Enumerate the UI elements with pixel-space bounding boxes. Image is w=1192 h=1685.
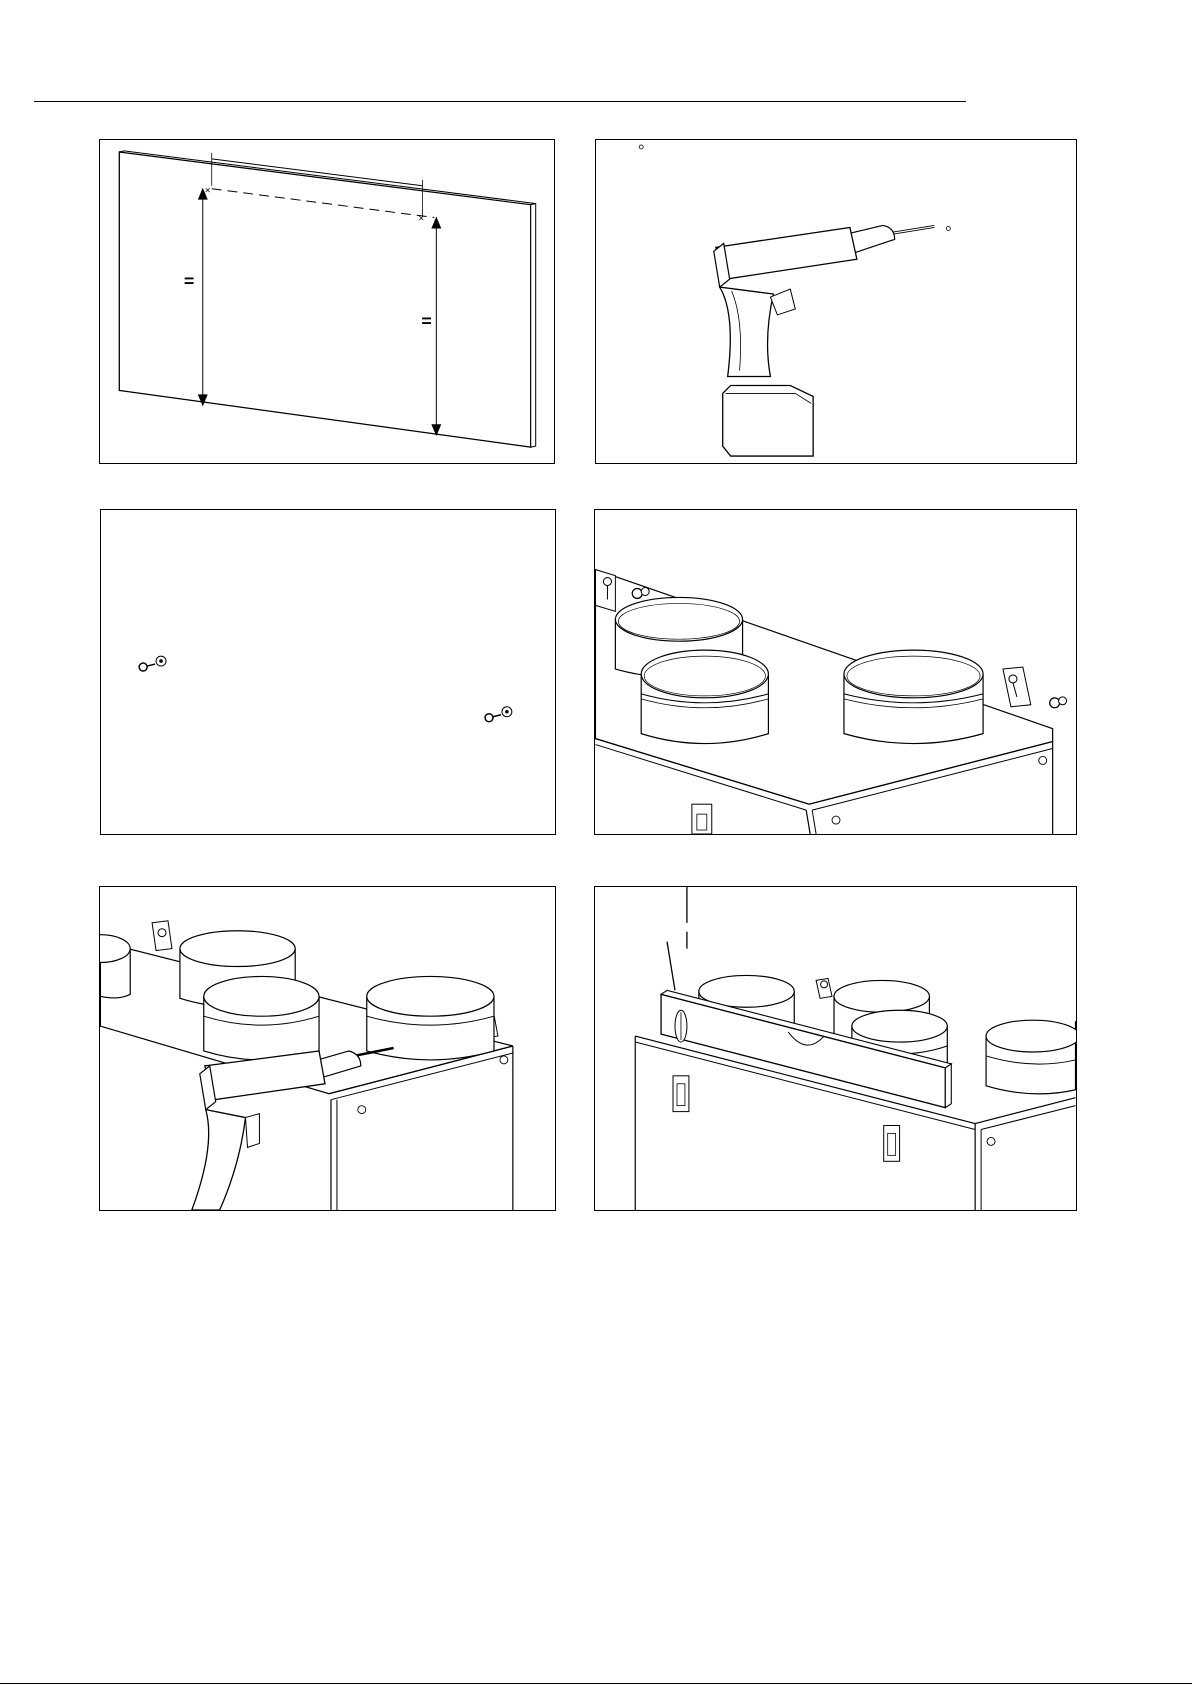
equal-mark-right: =	[421, 311, 431, 331]
equal-mark-left: =	[184, 271, 194, 291]
duct-collar-2	[641, 650, 768, 743]
duct-collar-3	[844, 650, 983, 743]
level-illustration	[595, 887, 1076, 1210]
footer-rule	[0, 1683, 1192, 1684]
figure-tighten-screws	[99, 886, 556, 1211]
svg-text:×: ×	[418, 213, 424, 224]
figure-drill-holes	[595, 139, 1077, 464]
tighten-illustration	[100, 887, 555, 1210]
figure-hang-unit	[594, 509, 1077, 835]
drill-illustration	[596, 140, 1076, 463]
header-rule	[34, 101, 966, 102]
screws-illustration	[101, 510, 555, 834]
figure-plugs-screws	[100, 509, 556, 835]
wall-marking-illustration: × × = =	[100, 140, 554, 463]
unit-hanging-illustration	[595, 510, 1076, 834]
figure-level-unit	[594, 886, 1077, 1211]
figure-mark-wall: × × = =	[99, 139, 555, 464]
